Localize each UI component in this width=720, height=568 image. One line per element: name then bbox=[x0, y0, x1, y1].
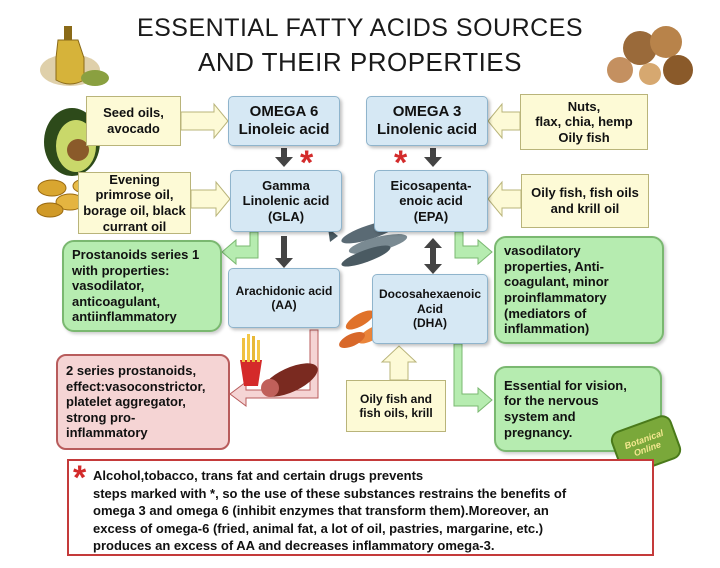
arrow-omega3-to-epa bbox=[424, 148, 442, 167]
sausage-icon bbox=[261, 363, 318, 397]
step-marker-omega3: * bbox=[394, 144, 408, 182]
dha-box: Docosahexaenoic Acid (DHA) bbox=[372, 274, 488, 344]
nuts-icon bbox=[607, 26, 693, 85]
omega3-header: OMEGA 3 Linolenic acid bbox=[366, 96, 488, 146]
seed-oils-source: Seed oils, avocado bbox=[86, 96, 181, 146]
nuts-source: Nuts, flax, chia, hemp Oily fish bbox=[520, 94, 648, 150]
arrow-epa-to-vasodilatory bbox=[454, 231, 493, 266]
fish-oils-source: Oily fish, fish oils and krill oil bbox=[521, 174, 649, 228]
warning-note: * Alcohol,tobacco, trans fat and certain… bbox=[67, 459, 654, 556]
note-text: Alcohol,tobacco, trans fat and certain d… bbox=[93, 468, 567, 553]
arrow-fish-oils bbox=[487, 180, 522, 218]
aa-box: Arachidonic acid (AA) bbox=[228, 268, 340, 328]
arrow-omega6-to-gla bbox=[275, 148, 293, 167]
note-marker: * bbox=[73, 459, 87, 497]
arrow-nuts bbox=[487, 102, 521, 140]
arrow-dha-to-essential bbox=[453, 343, 493, 414]
omega6-header: OMEGA 6 Linoleic acid bbox=[228, 96, 340, 146]
epa-box: Eicosapenta- enoic acid (EPA) bbox=[374, 170, 488, 232]
fries-icon bbox=[240, 334, 262, 386]
arrow-epa-dha bbox=[424, 238, 442, 274]
dha-source-box: Oily fish and fish oils, krill bbox=[346, 380, 446, 432]
prostanoids-series2-box: 2 series prostanoids, effect:vasoconstri… bbox=[56, 354, 230, 450]
arrow-seed-oils bbox=[180, 102, 229, 140]
arrow-gla-to-prostanoids1 bbox=[221, 231, 259, 266]
page-title-line1: ESSENTIAL FATTY ACIDS SOURCES bbox=[136, 14, 584, 42]
oil-bottle-icon bbox=[40, 26, 109, 86]
prostanoids-series1-box: Prostanoids series 1 with properties: va… bbox=[62, 240, 222, 332]
essential-box: Essential for vision, for the nervous sy… bbox=[494, 366, 662, 452]
arrow-evening-primrose bbox=[190, 180, 231, 218]
arrow-gla-to-aa bbox=[275, 236, 293, 268]
arrow-dha-source bbox=[380, 345, 418, 381]
vasodilatory-box: vasodilatory properties, Anti- coagulant… bbox=[494, 236, 664, 344]
page-title-line2: AND THEIR PROPERTIES bbox=[198, 47, 522, 77]
step-marker-omega6: * bbox=[300, 144, 314, 182]
gla-box: Gamma Linolenic acid (GLA) bbox=[230, 170, 342, 232]
evening-primrose-source: Evening primrose oil, borage oil, black … bbox=[78, 172, 191, 234]
